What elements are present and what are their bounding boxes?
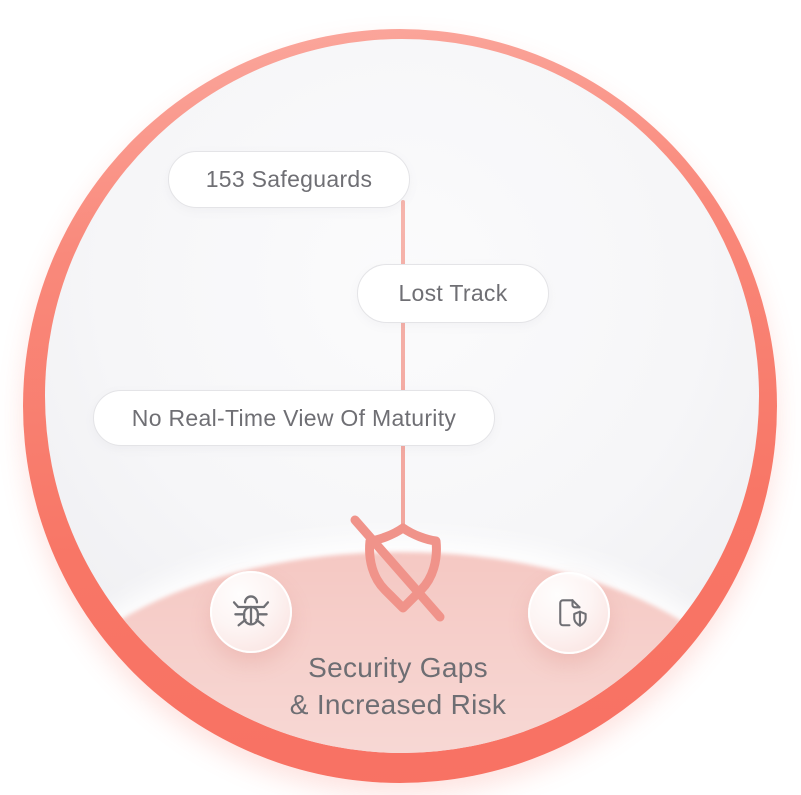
bug-icon (232, 595, 270, 627)
file-shield-icon-strokes (559, 599, 587, 627)
caption: Security Gaps & Increased Risk (198, 649, 598, 723)
file-shield-bubble (528, 572, 610, 654)
bug-bubble (210, 571, 292, 653)
caption-line1: Security Gaps (308, 652, 488, 683)
pill-safeguards: 153 Safeguards (168, 151, 410, 208)
pill-no-realtime-view-label: No Real-Time View Of Maturity (131, 404, 457, 431)
caption-line2: & Increased Risk (289, 689, 507, 720)
shield-off-icon (350, 515, 445, 622)
shield-off-strokes (350, 515, 445, 622)
pill-no-realtime-view: No Real-Time View Of Maturity (93, 390, 495, 446)
pill-lost-track: Lost Track (357, 264, 549, 323)
connector-line (401, 200, 405, 530)
pill-lost-track-label: Lost Track (398, 280, 508, 306)
file-shield-icon (559, 599, 587, 627)
bug-icon-strokes (232, 595, 270, 627)
pill-safeguards-label: 153 Safeguards (205, 166, 373, 192)
